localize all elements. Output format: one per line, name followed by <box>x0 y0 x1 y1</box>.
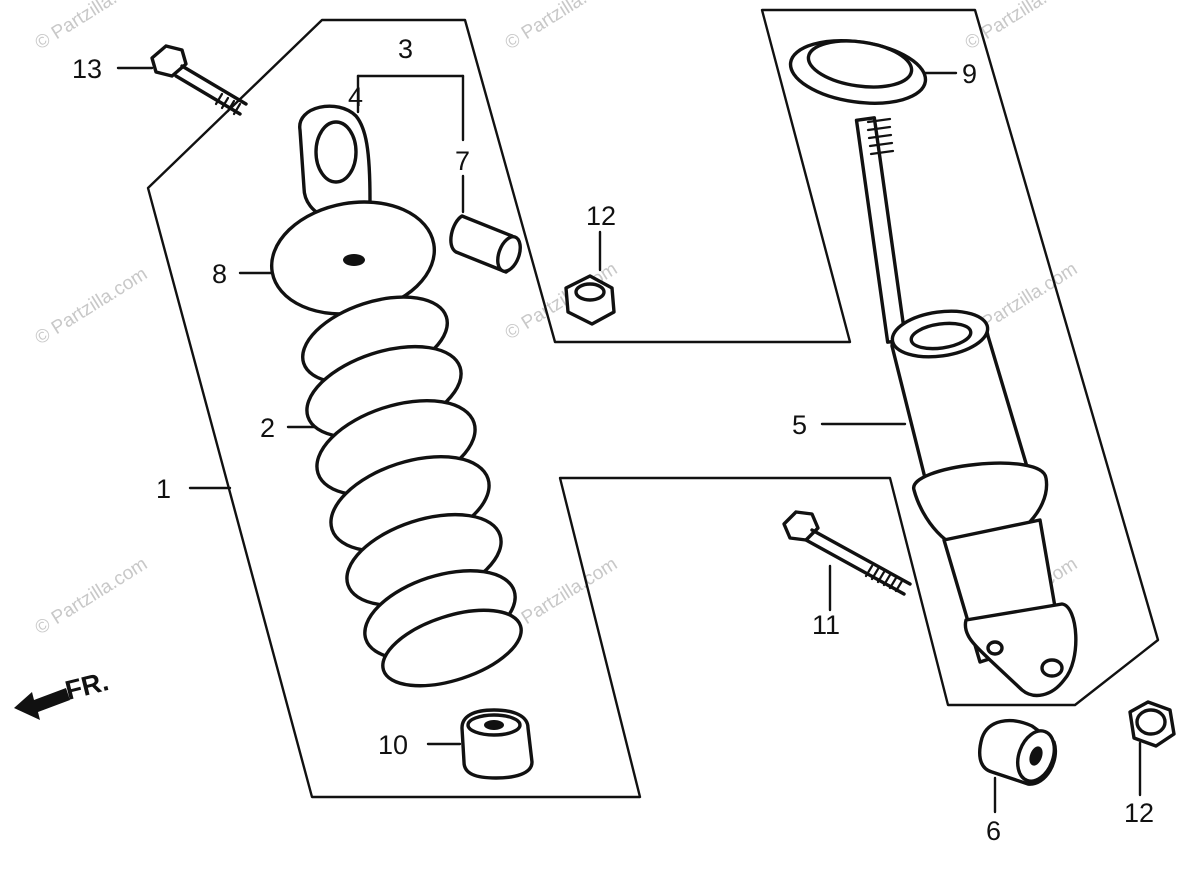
callout-2: 2 <box>260 413 275 443</box>
watermark: © Partzilla.com <box>32 264 152 350</box>
callout-5: 5 <box>792 410 807 440</box>
callout-12-lower: 12 <box>1124 798 1154 828</box>
nut-12-lower <box>1128 700 1176 748</box>
front-direction-arrow: FR. <box>14 666 112 720</box>
callout-7: 7 <box>455 146 470 176</box>
callout-3: 3 <box>398 34 413 64</box>
leader-lines <box>116 66 1142 814</box>
stopper-ring-9 <box>788 39 928 105</box>
collar-6 <box>978 718 1057 786</box>
nut-12-upper <box>564 274 616 326</box>
watermark: © Partzilla.com <box>32 554 152 640</box>
watermark: © Partzilla.com <box>502 0 622 54</box>
callout-labels: 13 3 4 7 8 12 2 1 10 9 5 11 6 12 <box>72 34 1154 846</box>
coil-spring-2 <box>301 295 523 688</box>
callout-11: 11 <box>812 610 840 640</box>
assembly-boundary <box>146 8 1160 799</box>
callout-6: 6 <box>986 816 1001 846</box>
callout-12-upper: 12 <box>586 201 616 231</box>
callout-4: 4 <box>348 82 363 112</box>
callout-1: 1 <box>156 474 171 504</box>
callout-8: 8 <box>212 259 227 289</box>
callout-13: 13 <box>72 54 102 84</box>
upper-mount-eye-4 <box>298 104 372 221</box>
damper-5 <box>854 116 1078 698</box>
bolt-11 <box>782 510 912 596</box>
callout-9: 9 <box>962 59 977 89</box>
watermark: © Partzilla.com <box>32 0 152 54</box>
callout-10: 10 <box>378 730 408 760</box>
collar-7 <box>449 214 522 274</box>
direction-label: FR. <box>62 666 111 706</box>
rubber-bumper-10 <box>460 708 534 780</box>
bolt-13 <box>150 44 248 116</box>
